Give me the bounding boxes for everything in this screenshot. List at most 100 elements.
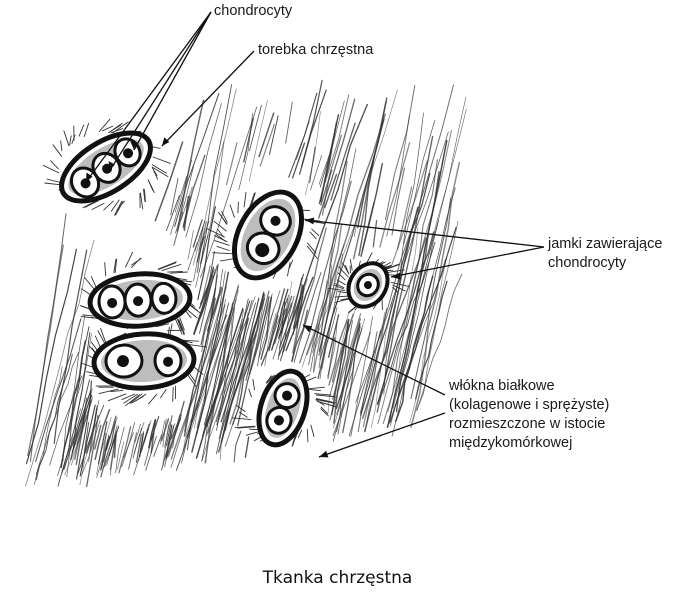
fiber-strand (377, 129, 452, 425)
capsule-fiber-tuft (151, 167, 158, 177)
label-fibers-line-3: rozmieszczone w istocie (449, 416, 606, 432)
capsule-fiber-tuft (387, 269, 405, 273)
fiber-strand (389, 226, 457, 423)
fiber-strand (139, 432, 145, 458)
fiber-strand (148, 418, 157, 449)
capsule-fiber-tuft (153, 170, 159, 180)
capsule-fiber-tuft (125, 251, 133, 268)
capsule-fiber-tuft (131, 257, 142, 266)
label-chondrocytes: chondrocyty (214, 3, 293, 19)
capsule-fiber-tuft (129, 393, 143, 404)
fiber-strand (264, 312, 277, 367)
fiber-strand (285, 110, 321, 322)
fiber-strand (25, 239, 95, 487)
capsule-fiber-tuft (314, 393, 332, 396)
capsule-fiber-tuft (237, 201, 239, 214)
capsule-fiber-tuft (287, 261, 291, 277)
capsule-fiber-tuft (78, 124, 85, 137)
fiber-strand (342, 220, 378, 434)
fiber-strand (71, 141, 184, 453)
fiber-strand (362, 186, 413, 428)
capsule-fiber-tuft (338, 266, 349, 278)
capsule-fiber-tuft (349, 258, 353, 271)
capsule-fiber-tuft (42, 164, 60, 174)
capsule-fiber-tuft (147, 179, 154, 191)
leader-jamki-1 (304, 219, 545, 248)
fiber-strand (410, 197, 452, 400)
fiber-strand (220, 292, 265, 443)
capsule-fiber-tuft (91, 202, 105, 210)
fiber-strand (100, 421, 116, 478)
capsule-fiber-tuft (161, 263, 182, 272)
fiber-strand (170, 304, 226, 460)
label-fibers-line-1: włókna białkowe (449, 378, 555, 394)
fiber-strand (115, 426, 125, 474)
fiber-strand (382, 159, 438, 424)
capsule-fiber-tuft (337, 272, 346, 281)
capsule-fiber-tuft (216, 245, 230, 251)
fiber-strand (170, 287, 217, 440)
fiber-strand (207, 299, 253, 434)
capsule-fiber-tuft (307, 386, 325, 390)
fiber-strand (96, 416, 112, 475)
capsule-fiber-tuft (97, 330, 106, 345)
fiber-strand (310, 323, 320, 372)
capsule-fiber-tuft (94, 335, 101, 348)
capsule-fiber-tuft (151, 164, 167, 174)
fiber-strand (94, 424, 102, 450)
capsule-fiber-tuft (179, 317, 185, 331)
fiber-strand (160, 104, 262, 471)
fiber-strand (282, 295, 295, 355)
label-fibers-line-4: międzykomórkowej (449, 435, 573, 451)
fiber-strand (201, 321, 229, 462)
capsule-fiber-tuft (337, 291, 349, 294)
capsule-fiber-tuft (390, 281, 410, 288)
fiber-strand (318, 118, 385, 352)
capsule-fiber-tuft (309, 388, 321, 392)
capsule-fiber-tuft (108, 124, 121, 134)
fiber-strand (336, 318, 361, 415)
fiber-strand (81, 420, 101, 476)
capsule-fiber-tuft (84, 200, 99, 208)
capsule-fiber-tuft (84, 277, 96, 291)
capsule-fiber-tuft (125, 394, 140, 407)
capsule-fiber-tuft (307, 242, 317, 254)
fiber-strand (27, 244, 64, 457)
capsule-fiber-tuft (113, 258, 117, 273)
capsule-fiber-tuft (52, 144, 63, 157)
capsule-fiber-tuft (392, 286, 398, 293)
capsule-fiber-tuft (219, 213, 228, 225)
capsule-fiber-tuft (234, 425, 255, 429)
fiber-strand (35, 351, 80, 475)
fiber-strand (185, 103, 222, 238)
capsule-fiber-tuft (214, 240, 230, 246)
fiber-strand (96, 176, 187, 479)
fiber-strand (162, 140, 225, 466)
fiber-strand (200, 106, 258, 278)
capsule-fiber-tuft (216, 234, 226, 242)
capsule-fiber-tuft (266, 375, 273, 384)
capsule-fiber-tuft (320, 408, 329, 417)
capsule-fiber-tuft (110, 389, 124, 392)
capsule-fiber-tuft (237, 426, 256, 429)
capsule-fiber-tuft (112, 121, 129, 134)
capsule-fiber-tuft (98, 388, 119, 395)
capsule-fiber-tuft (160, 389, 167, 399)
capsule-fiber-tuft (315, 394, 336, 398)
fiber-strand (293, 271, 322, 363)
fiber-strand (306, 113, 386, 356)
capsule-fiber-tuft (90, 276, 97, 288)
fiber-strand (389, 258, 446, 427)
fiber-strand (150, 195, 189, 454)
fiber-strand (296, 121, 338, 329)
capsule-fiber-tuft (221, 210, 228, 223)
chondrocyte-group-center (232, 189, 304, 281)
fiber-strand (192, 88, 237, 266)
fiber-strand (416, 273, 463, 411)
fiber-strand (258, 155, 322, 358)
fiber-strand (174, 93, 220, 227)
capsule-fiber-tuft (172, 387, 174, 402)
fiber-strand (362, 237, 427, 419)
fiber-strand (301, 262, 339, 368)
fiber-strand (176, 99, 205, 232)
